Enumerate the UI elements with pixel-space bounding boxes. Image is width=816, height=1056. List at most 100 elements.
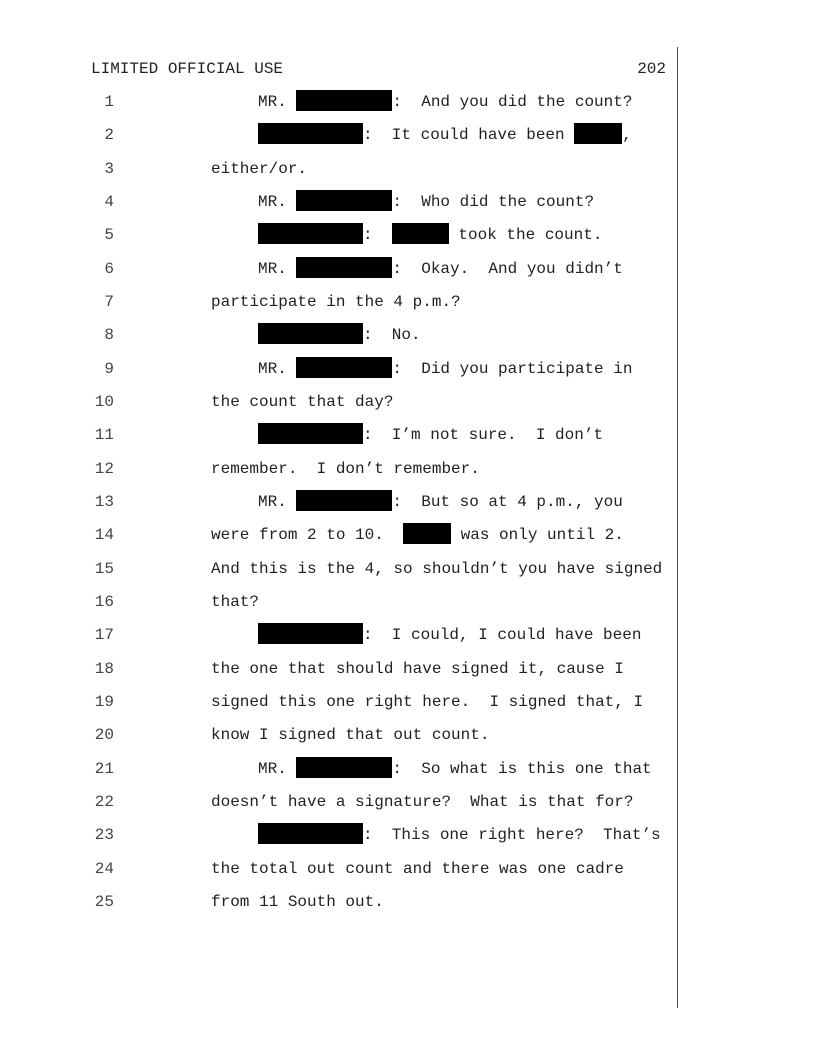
line-text: remember. I don’t remember. [211, 453, 480, 486]
line-text: MR. : Did you participate in [258, 353, 632, 386]
right-margin-rule [677, 47, 678, 1008]
text-segment: : No. [363, 326, 421, 345]
redaction-box [296, 189, 393, 211]
line-number: 4 [104, 192, 114, 211]
transcript-line: 3 either/or. [0, 153, 816, 186]
line-number: 3 [104, 159, 114, 178]
line-number: 16 [94, 592, 114, 611]
text-segment: : Did you participate in [392, 359, 633, 378]
transcript-line: 12 remember. I don’t remember. [0, 453, 816, 486]
line-number: 1 [104, 93, 114, 111]
transcript-line: 17: I could, I could have been [0, 619, 816, 652]
redaction-box [258, 323, 363, 345]
page-header: LIMITED OFFICIAL USE 202 [91, 60, 666, 82]
line-number: 22 [94, 792, 114, 811]
line-number: 19 [94, 692, 114, 711]
line-number: 2 [104, 126, 114, 145]
line-text: the count that day? [211, 386, 393, 419]
text-segment: : I’m not sure. I don’t [363, 426, 604, 445]
text-segment: : But so at 4 p.m., you [392, 492, 623, 511]
line-text: from 11 South out. [211, 886, 384, 919]
line-number: 14 [94, 526, 114, 545]
text-segment: : [363, 226, 392, 245]
line-text: MR. : So what is this one that [258, 753, 652, 786]
line-text: : It could have been , [258, 119, 632, 152]
transcript-line: 16 that? [0, 586, 816, 619]
text-segment: signed this one right here. I signed tha… [211, 692, 644, 711]
line-number: 24 [94, 859, 114, 878]
text-segment: : Who did the count? [392, 192, 595, 211]
text-segment: from 11 South out. [211, 892, 384, 911]
line-text: were from 2 to 10. was only until 2. [211, 519, 624, 552]
line-number: 21 [94, 759, 114, 778]
line-text: MR. : But so at 4 p.m., you [258, 486, 623, 519]
text-segment: And this is the 4, so shouldn’t you have… [211, 559, 663, 578]
redaction-box [296, 489, 393, 511]
redaction-box [574, 123, 623, 145]
text-segment: MR. [258, 259, 297, 278]
redaction-box [296, 256, 393, 278]
text-segment: that? [211, 592, 260, 611]
line-text: : No. [258, 319, 421, 352]
line-text: : took the count. [258, 219, 602, 252]
line-text: that? [211, 586, 259, 619]
line-number: 20 [94, 726, 114, 745]
text-segment: : It could have been [363, 126, 575, 145]
transcript-line: 8 : No. [0, 319, 816, 352]
transcript-line: 22 doesn’t have a signature? What is that… [0, 786, 816, 819]
transcript-line: 21 MR. : So what is this one that [0, 753, 816, 786]
text-segment: MR. [258, 192, 297, 211]
text-segment: took the count. [448, 226, 603, 245]
line-number: 17 [94, 626, 114, 645]
transcript-line: 11 : I’m not sure. I don’t [0, 419, 816, 452]
transcript-line: 13 MR. : But so at 4 p.m., you [0, 486, 816, 519]
transcript-line: 19 signed this one right here. I signed t… [0, 686, 816, 719]
text-segment: the one that should have signed it, caus… [211, 659, 624, 678]
text-segment: remember. I don’t remember. [211, 459, 480, 478]
text-segment: MR. [258, 359, 297, 378]
text-segment: : Okay. And you didn’t [392, 259, 623, 278]
line-text: either/or. [211, 153, 307, 186]
text-segment: : This one right here? That’s [363, 826, 661, 845]
transcript-line: 14 were from 2 to 10. was only until 2. [0, 519, 816, 552]
line-text: : I’m not sure. I don’t [258, 419, 603, 452]
line-text: And this is the 4, so shouldn’t you have… [211, 553, 662, 586]
line-number: 15 [94, 559, 114, 578]
line-text: the one that should have signed it, caus… [211, 653, 624, 686]
redaction-box [403, 523, 452, 545]
transcript-line: 25 from 11 South out. [0, 886, 816, 919]
text-segment: know I signed that out count. [211, 726, 490, 745]
line-number: 7 [104, 292, 114, 311]
page-number: 202 [637, 60, 666, 78]
transcript-line: 4 MR. : Who did the count? [0, 186, 816, 219]
line-text: know I signed that out count. [211, 719, 489, 752]
line-number: 10 [94, 392, 114, 411]
redaction-box [296, 356, 393, 378]
text-segment: , [622, 126, 632, 145]
line-number: 9 [104, 359, 114, 378]
text-segment: the count that day? [211, 392, 394, 411]
transcript-line: 9 MR. : Did you participate in [0, 353, 816, 386]
transcript-line: 20 know I signed that out count. [0, 719, 816, 752]
line-text: MR. : And you did the count? [258, 86, 632, 119]
transcript-body: 1 MR. : And you did the count? 2 : It could… [0, 86, 816, 919]
redaction-box [296, 90, 393, 111]
line-text: doesn’t have a signature? What is that f… [211, 786, 633, 819]
redaction-box [258, 423, 363, 445]
redaction-box [258, 223, 363, 245]
line-number: 8 [104, 326, 114, 345]
line-number: 13 [94, 492, 114, 511]
text-segment: MR. [258, 93, 297, 111]
line-text: : This one right here? That’s [258, 819, 661, 852]
line-number: 11 [94, 426, 114, 445]
line-number: 12 [94, 459, 114, 478]
text-segment: the total out count and there was one ca… [211, 859, 624, 878]
transcript-line: 10 the count that day? [0, 386, 816, 419]
line-number: 25 [94, 892, 114, 911]
redaction-box [296, 756, 393, 778]
redaction-box [258, 123, 363, 145]
line-text: MR. : Okay. And you didn’t [258, 253, 623, 286]
